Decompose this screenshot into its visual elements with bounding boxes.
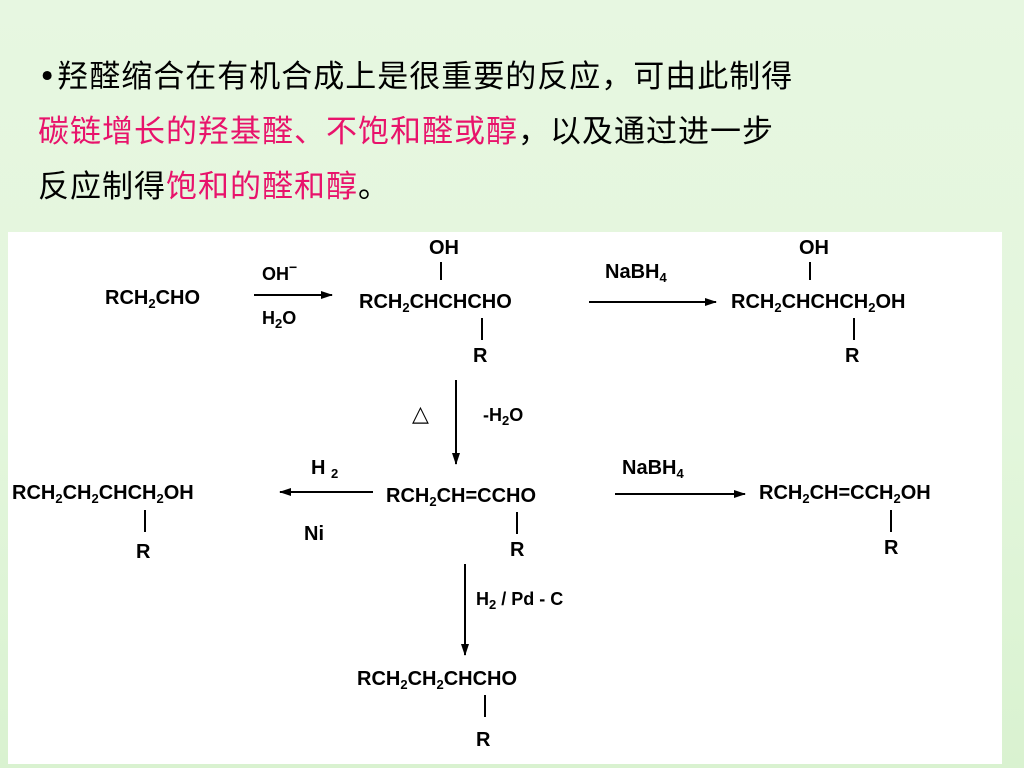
bullet: • — [38, 59, 58, 95]
reagent-nabh4-top: NaBH4 — [605, 261, 667, 285]
diol-oh: OH — [799, 237, 829, 259]
intro-text-4: 。 — [358, 169, 390, 205]
intro-text-1: 羟醛缩合在有机合成上是很重要的反应，可由此制得 — [57, 59, 794, 95]
diol-product: RCH2CHCHCH2OH — [731, 291, 906, 315]
allyl-r-bond — [890, 510, 892, 532]
highlight-saturated: 饱和的醛和醇 — [166, 169, 358, 205]
reaction-scheme: RCH2CHO OH− H2O OH RCH2CHCHCHO R NaBH4 O… — [8, 232, 1002, 764]
intro-line-3: 反应制得饱和的醛和醇。 — [38, 160, 988, 215]
intro-line-2: 碳链增长的羟基醛、不饱和醛或醇，以及通过进一步 — [38, 105, 988, 160]
enal-r: R — [510, 539, 525, 561]
enal-r-bond — [516, 512, 518, 534]
aldol-oh-bond — [440, 262, 442, 280]
sat-aldehyde-r-bond — [484, 695, 486, 717]
saturated-aldehyde-product: RCH2CH2CHCHO — [357, 668, 518, 692]
arrow-layer — [254, 291, 746, 656]
diol-r-bond — [853, 318, 855, 340]
sat-alcohol-r: R — [136, 541, 151, 563]
sat-alcohol-r-bond — [144, 510, 146, 532]
saturated-alcohol-product: RCH2CH2CHCH2OH — [12, 482, 194, 506]
intro-line-1: •羟醛缩合在有机合成上是很重要的反应，可由此制得 — [38, 50, 988, 105]
intro-text-2: ，以及通过进一步 — [518, 114, 774, 150]
reagent-h2-ni: H 2 — [311, 457, 339, 481]
aldol-r-bond — [481, 318, 483, 340]
diol-r: R — [845, 345, 860, 367]
allyl-alcohol-product: RCH2CH=CCH2OH — [759, 482, 931, 506]
intro-text-3: 反应制得 — [38, 169, 166, 205]
reagent-ni: Ni — [304, 523, 324, 545]
aldol-oh: OH — [429, 237, 459, 259]
start-aldehyde: RCH2CHO — [105, 287, 201, 311]
aldol-r: R — [473, 345, 488, 367]
reagent-nabh4-bottom: NaBH4 — [622, 457, 684, 481]
reagent-h2-pd-c: H2 / Pd - C — [476, 589, 564, 612]
sat-aldehyde-r: R — [476, 729, 491, 751]
heat-symbol: △ — [412, 402, 429, 427]
enal-product: RCH2CH=CCHO — [386, 485, 537, 509]
intro-paragraph: •羟醛缩合在有机合成上是很重要的反应，可由此制得 碳链增长的羟基醛、不饱和醛或醇… — [38, 50, 988, 215]
reagent-water: H2O — [262, 308, 297, 331]
aldol-product: RCH2CHCHCHO — [359, 291, 512, 315]
allyl-r: R — [884, 537, 899, 559]
reagent-hydroxide: OH− — [262, 259, 298, 284]
reagent-minus-water: -H2O — [483, 405, 524, 428]
diol-oh-bond — [809, 262, 811, 280]
highlight-products: 碳链增长的羟基醛、不饱和醛或醇 — [38, 114, 518, 150]
